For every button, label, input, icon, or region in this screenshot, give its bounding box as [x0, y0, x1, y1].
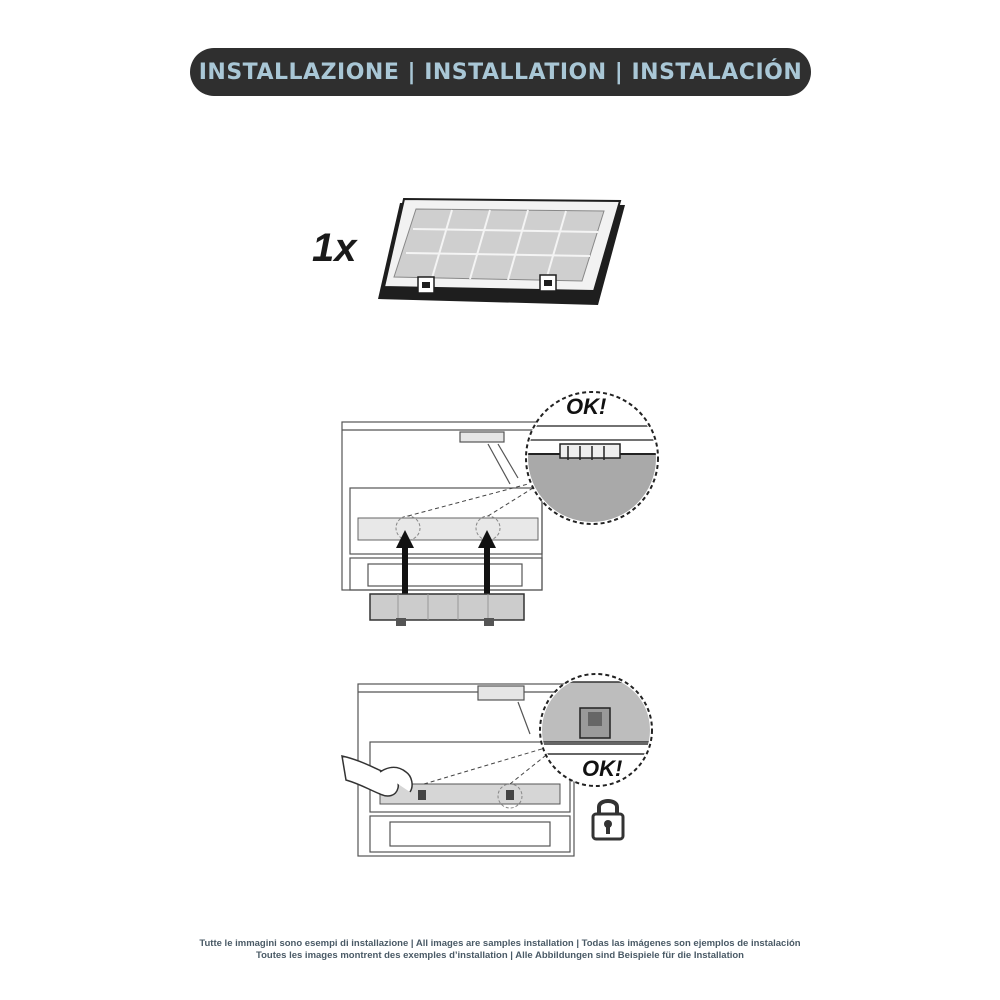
- callout-zoom: [525, 391, 659, 525]
- ok-callout-label-1: OK!: [566, 394, 607, 419]
- padlock-icon: [591, 799, 625, 841]
- header-banner: INSTALLAZIONE | INSTALLATION | INSTALACI…: [190, 48, 811, 96]
- footer-line-1: Tutte le immagini sono esempi di install…: [199, 938, 801, 949]
- quantity-label: 1x: [312, 226, 357, 270]
- arrow-up-icon: [396, 530, 496, 596]
- insert-filter-illustration: [341, 391, 659, 626]
- footer-line-2: Toutes les images montrent des exemples …: [256, 950, 744, 961]
- ok-callout-label-2: OK!: [582, 756, 623, 781]
- page-title: INSTALLAZIONE | INSTALLATION | INSTALACI…: [198, 59, 803, 85]
- filter-panel-illustration: [378, 197, 625, 305]
- lock-filter-illustration: [341, 673, 653, 857]
- footer-note: Tutte le immagini sono esempi di install…: [0, 938, 1000, 962]
- callout-zoom: [539, 673, 653, 787]
- hand-icon: [341, 755, 413, 797]
